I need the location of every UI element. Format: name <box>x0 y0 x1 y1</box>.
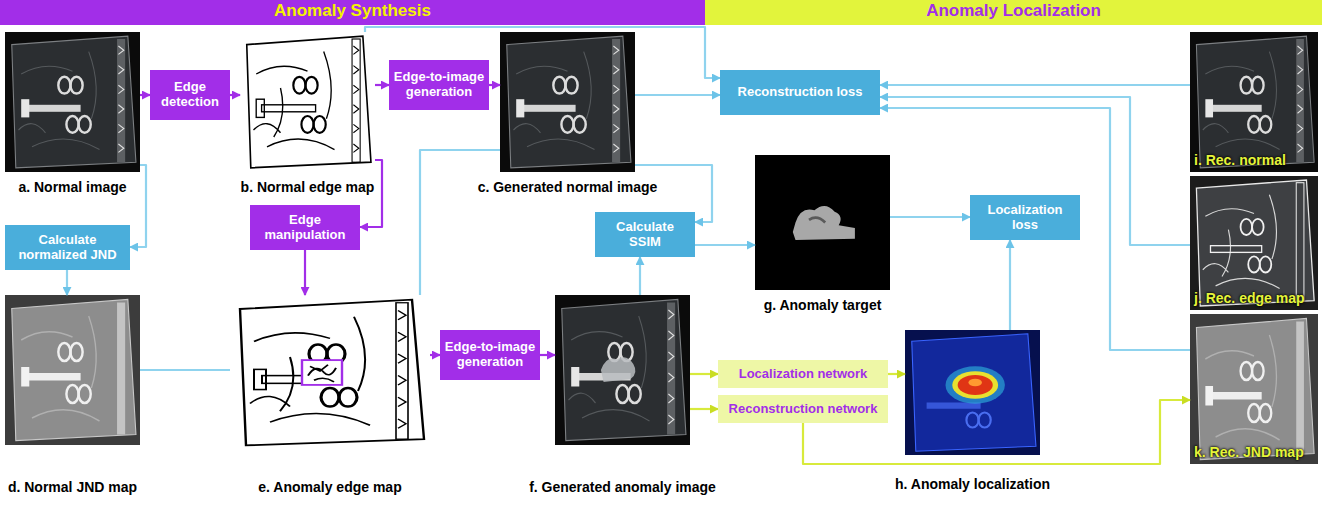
image-panel: g. Anomaly target <box>755 155 890 290</box>
connector <box>880 97 1190 245</box>
image-caption: k. Rec. JND map <box>1194 444 1304 460</box>
connector <box>140 94 150 96</box>
box-label: Edge manipulation <box>254 213 356 243</box>
connector <box>140 369 230 371</box>
image-panel: e. Anomaly edge map <box>230 295 430 450</box>
image-caption: f. Generated anomaly image <box>529 479 716 495</box>
connector <box>695 244 755 246</box>
band-title: Anomaly Synthesis <box>274 1 431 21</box>
connector <box>888 373 905 375</box>
caption-holder: h. Anomaly localization <box>895 475 1050 493</box>
loss-box: Localization loss <box>970 195 1080 240</box>
box-label: Reconstruction loss <box>738 85 863 100</box>
box-label: Calculate normalized JND <box>9 233 126 263</box>
image-caption: d. Normal JND map <box>8 479 137 495</box>
box-label: Reconstruction network <box>729 402 878 417</box>
image-panel: i. Rec. normal <box>1190 32 1318 172</box>
connector <box>66 270 68 295</box>
image-panel: a. Normal image <box>5 32 140 172</box>
connector <box>130 165 146 247</box>
network-box: Reconstruction network <box>718 395 888 423</box>
box-label: Edge-to-image generation <box>393 70 485 100</box>
box-label: Edge detection <box>154 80 226 110</box>
caption-holder: g. Anomaly target <box>764 296 882 314</box>
image-caption: a. Normal image <box>18 179 126 195</box>
connector <box>540 354 555 356</box>
image-caption: i. Rec. normal <box>1194 152 1286 168</box>
process-box: Edge manipulation <box>250 205 360 250</box>
connector <box>230 94 240 96</box>
box-label: Localization loss <box>974 203 1076 233</box>
caption-holder: i. Rec. normal <box>1194 151 1286 169</box>
connector <box>639 257 641 295</box>
section-band: Anomaly Synthesis <box>0 0 705 25</box>
caption-holder: e. Anomaly edge map <box>258 478 401 496</box>
connector <box>430 354 440 356</box>
connector <box>880 108 1190 350</box>
image-caption: c. Generated normal image <box>478 179 658 195</box>
connector <box>690 408 718 410</box>
image-caption: b. Normal edge map <box>241 179 375 195</box>
caption-holder: f. Generated anomaly image <box>529 478 716 496</box>
connector <box>489 84 500 86</box>
network-box: Localization network <box>718 360 888 388</box>
image-panel: k. Rec. JND map <box>1190 314 1318 464</box>
connector <box>690 373 718 375</box>
process-box: Edge-to-image generation <box>440 330 540 380</box>
connector <box>890 216 970 218</box>
image-panel: d. Normal JND map <box>5 295 140 445</box>
connector <box>304 250 306 295</box>
section-band: Anomaly Localization <box>705 0 1322 25</box>
caption-holder: k. Rec. JND map <box>1194 443 1304 461</box>
connector <box>880 84 1190 86</box>
box-label: Calculate SSIM <box>599 220 691 250</box>
connector <box>1009 240 1011 330</box>
loss-box: Calculate SSIM <box>595 212 695 257</box>
image-panel: b. Normal edge map <box>240 32 375 172</box>
image-panel: f. Generated anomaly image <box>555 295 690 445</box>
image-caption: e. Anomaly edge map <box>258 479 401 495</box>
caption-holder: a. Normal image <box>18 178 126 196</box>
caption-holder: d. Normal JND map <box>8 478 137 496</box>
image-caption: g. Anomaly target <box>764 297 882 313</box>
image-panel: c. Generated normal image <box>500 32 635 172</box>
connector <box>635 94 720 96</box>
image-panel: j. Rec. edge map <box>1190 176 1318 310</box>
caption-holder: b. Normal edge map <box>241 178 375 196</box>
box-label: Edge-to-image generation <box>444 340 536 370</box>
process-box: Edge-to-image generation <box>389 60 489 110</box>
caption-holder: c. Generated normal image <box>478 178 658 196</box>
caption-holder: j. Rec. edge map <box>1194 289 1304 307</box>
image-caption: j. Rec. edge map <box>1194 290 1304 306</box>
loss-box: Reconstruction loss <box>720 70 880 115</box>
box-label: Localization network <box>739 367 868 382</box>
image-panel: h. Anomaly localization <box>905 330 1040 455</box>
connector <box>420 150 500 295</box>
band-title: Anomaly Localization <box>926 1 1101 21</box>
loss-box: Calculate normalized JND <box>5 225 130 270</box>
image-caption: h. Anomaly localization <box>895 476 1050 492</box>
process-box: Edge detection <box>150 70 230 120</box>
connector <box>375 84 389 86</box>
